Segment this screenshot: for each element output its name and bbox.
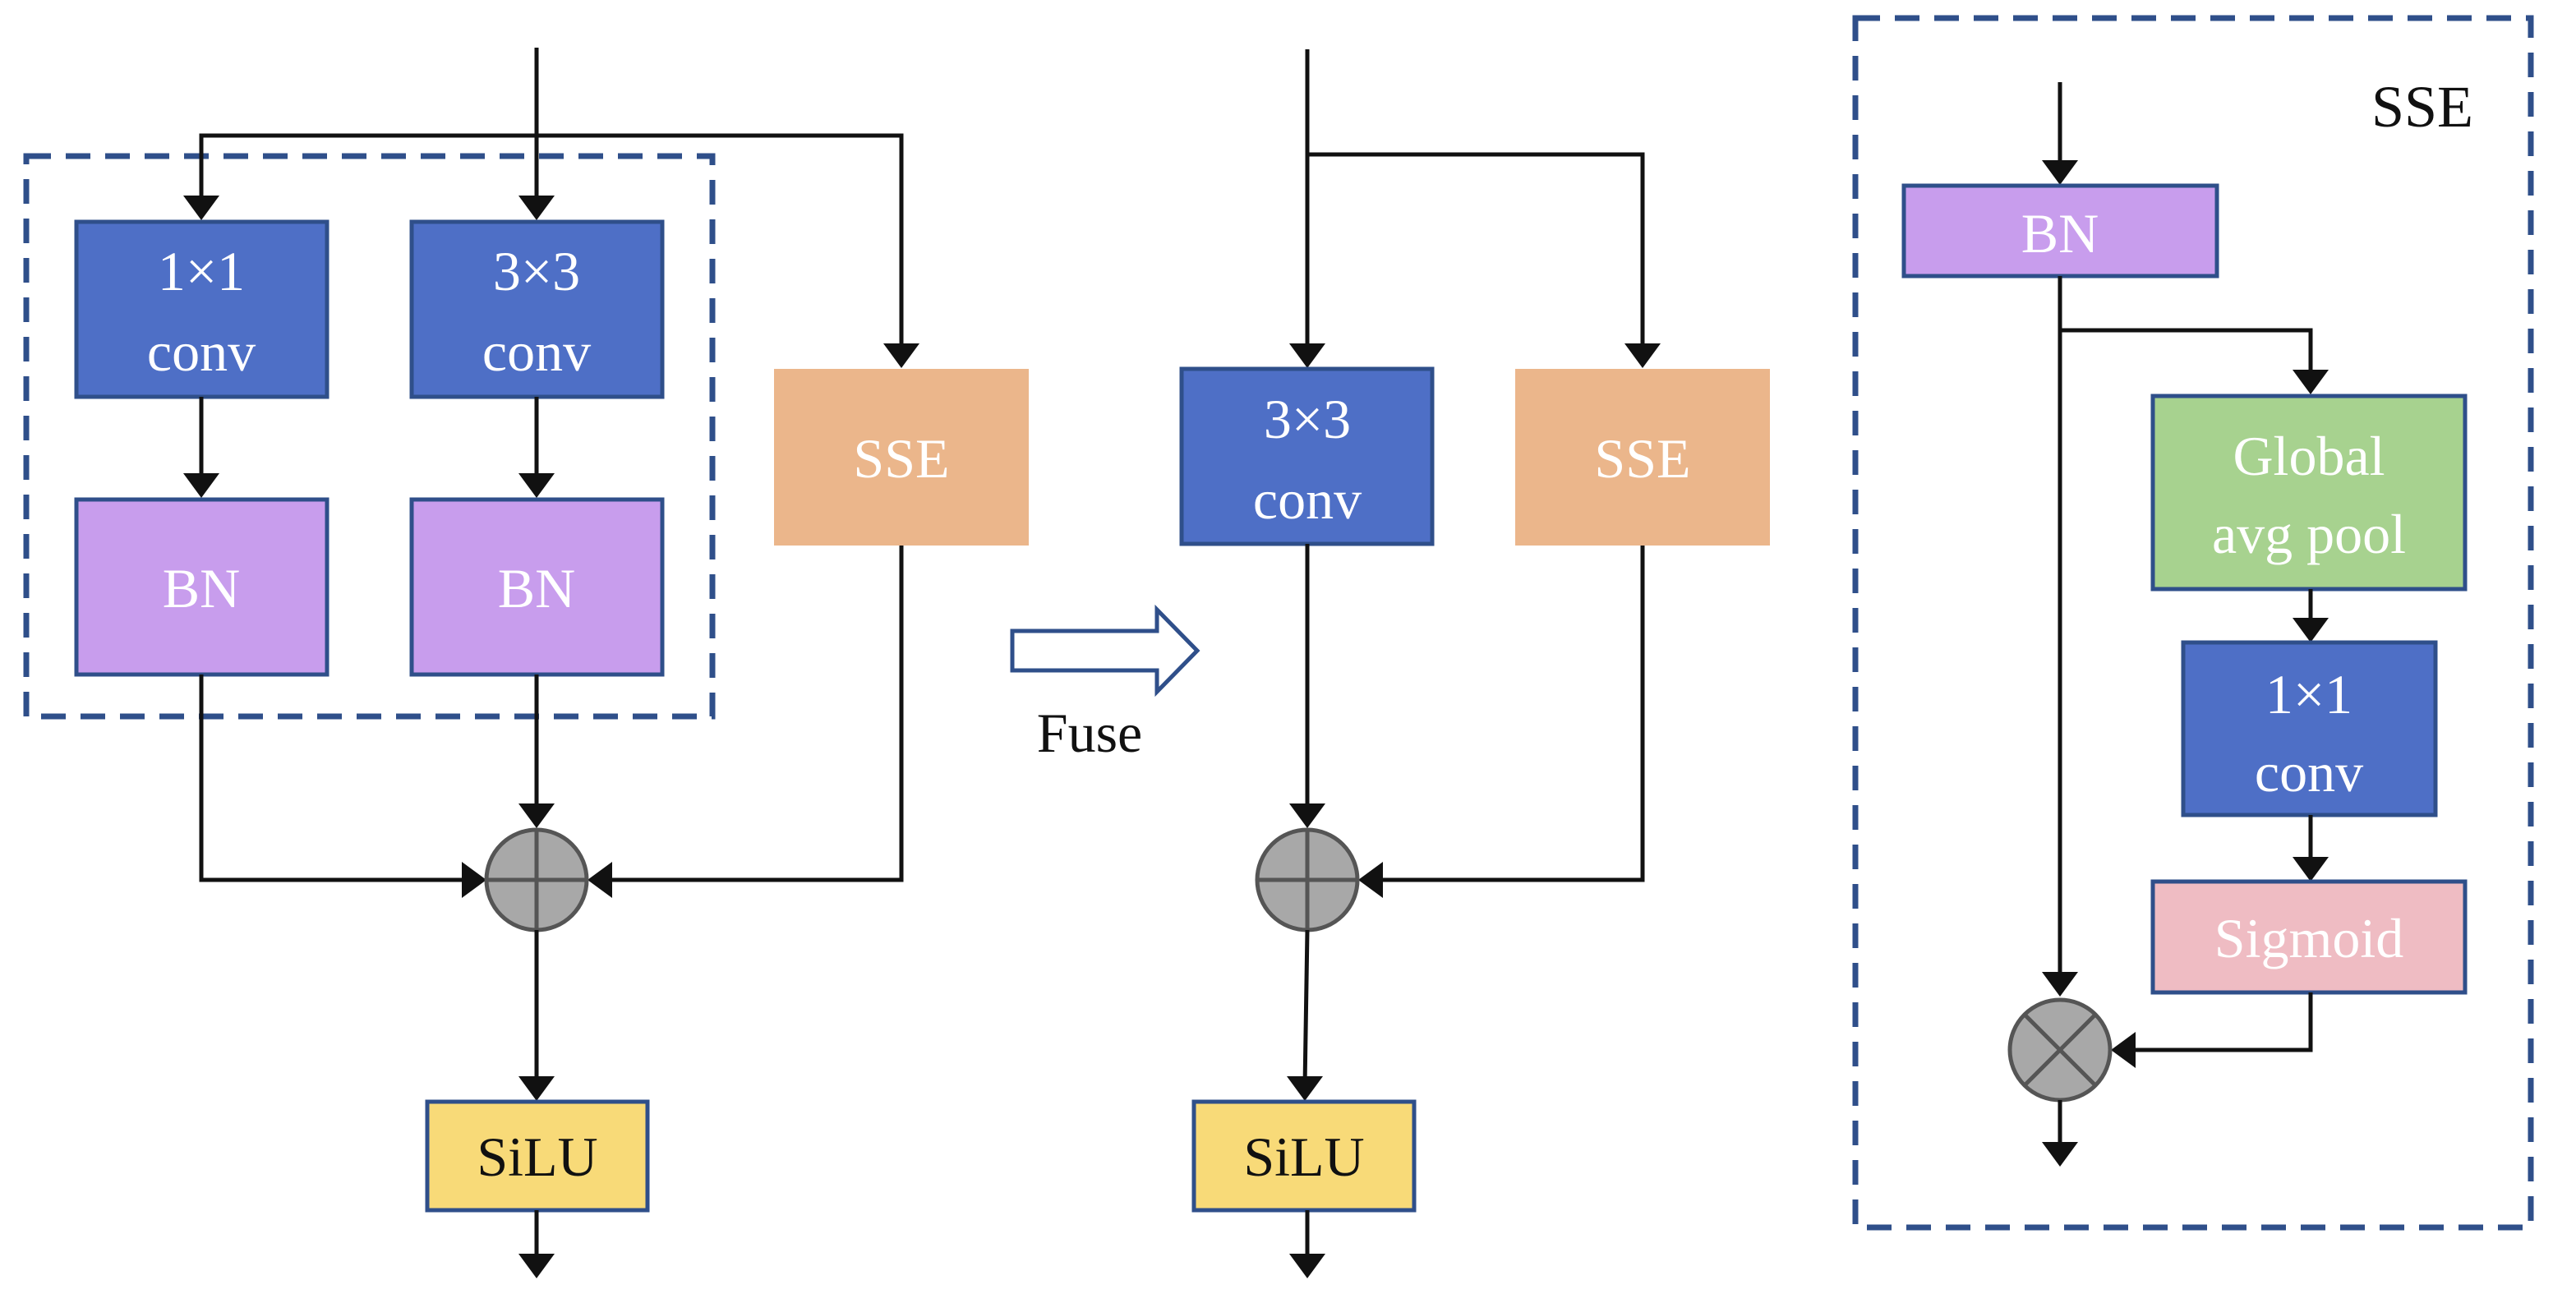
sse-bn-label: BN [2021,202,2099,265]
arrowhead [183,196,219,220]
arrowhead [518,196,555,220]
middle-block: 3×3 conv SSE SiLU [1179,49,1770,1278]
sse-detail-block: SSE BN Global avg pool 1×1 conv Sigmoid [1852,15,2534,1231]
left-sse-box [774,369,1029,546]
sse-gate-line [2125,992,2313,1052]
left-conv1x1-box [74,219,329,399]
arrowhead [2293,370,2329,394]
sse-conv1x1-line1: 1×1 [2265,663,2353,725]
arrowhead [1289,1254,1325,1278]
middle-sse-box [1515,369,1770,546]
merge-line-left [199,675,472,882]
sse-pool-line2: avg pool [2212,503,2406,565]
middle-add-op-icon [1255,827,1360,932]
merge-line-right [601,546,904,882]
arrowhead [1358,862,1383,898]
sse-conv1x1-box [2181,640,2438,817]
left-conv3x3-box [409,219,665,399]
arrowhead [2042,1142,2078,1167]
left-bn1-label: BN [163,557,240,619]
left-sse-label: SSE [853,427,949,490]
middle-conv3x3-line2: conv [1253,468,1362,531]
left-silu-label: SiLU [477,1126,597,1188]
middle-merge-line [1372,546,1645,882]
arrowhead [1287,1076,1323,1101]
arrow-line [1302,929,1310,1087]
left-conv1x1-line2: conv [147,320,256,383]
middle-conv3x3-line1: 3×3 [1264,388,1351,450]
arrowhead [1289,803,1325,828]
fuse-arrow: Fuse [1010,604,1200,764]
left-block: 1×1 conv 3×3 conv BN BN SSE [23,48,1029,1278]
sse-sigmoid-box [2150,879,2468,995]
left-branches-group [23,153,716,720]
left-add-op-icon [484,827,589,932]
arrowhead [883,343,919,368]
left-conv3x3-line2: conv [482,320,591,383]
sse-sigmoid-label: Sigmoid [2214,907,2404,969]
arrowhead [518,803,555,828]
arrowhead [183,473,219,498]
arrowhead [588,862,612,898]
left-bn2-label: BN [498,557,575,619]
fuse-arrow-icon [1010,604,1200,698]
middle-silu-box [1191,1099,1417,1213]
arrowhead [1624,343,1661,368]
middle-sse-label: SSE [1594,427,1690,490]
left-bn1-box [74,497,329,677]
sse-detail-title: SSE [2371,74,2473,140]
arrowhead [2293,857,2329,882]
fuse-label: Fuse [1037,702,1142,764]
sse-conv1x1-line2: conv [2255,741,2363,803]
middle-conv3x3-box [1179,366,1435,546]
arrowhead [518,1076,555,1101]
arrowhead [2293,618,2329,642]
arrowhead [2111,1032,2136,1068]
sse-multiply-op-icon [2007,997,2113,1103]
middle-silu-label: SiLU [1243,1126,1364,1188]
arrowhead [462,862,486,898]
arrowhead [2042,160,2078,185]
sse-branch-line [2060,328,2313,380]
sse-detail-frame [1852,15,2534,1231]
arrowhead [2042,972,2078,997]
arrowhead [1289,343,1325,368]
left-conv3x3-line1: 3×3 [493,240,580,302]
arrowhead [518,1254,555,1278]
sse-pool-line1: Global [2233,425,2385,487]
left-bn2-box [409,497,665,677]
left-split-line [199,133,904,353]
middle-split-line [1307,152,1645,353]
left-silu-box [425,1099,650,1213]
left-conv1x1-line1: 1×1 [158,240,245,302]
arrowhead [518,473,555,498]
